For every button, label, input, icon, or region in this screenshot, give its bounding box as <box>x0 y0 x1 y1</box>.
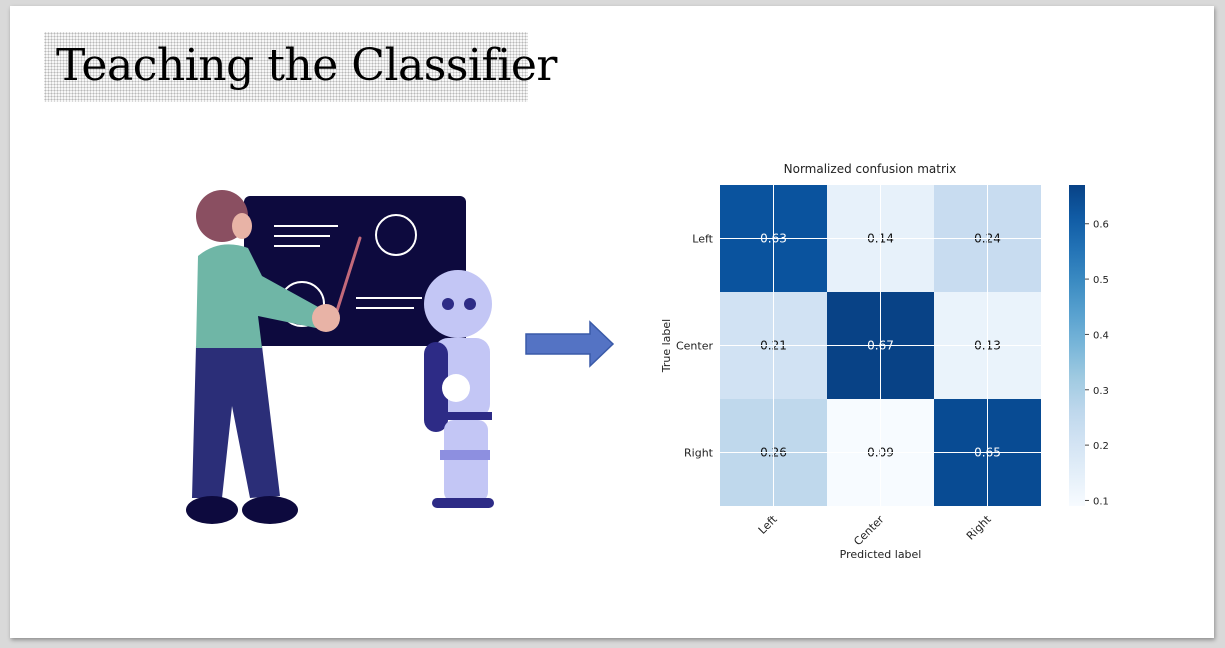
teacher-and-robot-illustration <box>186 190 494 524</box>
y-tick-label: Right <box>684 447 714 460</box>
y-tick-label: Left <box>692 233 713 246</box>
chart-title: Normalized confusion matrix <box>784 162 957 176</box>
x-tick-label: Center <box>851 513 887 549</box>
title-box: Teaching the Classifier <box>44 32 557 102</box>
colorbar-tick-label: 0.5 <box>1093 275 1109 286</box>
y-tick-label: Center <box>676 340 714 353</box>
x-tick-label: Left <box>756 512 780 536</box>
colorbar-tick-label: 0.6 <box>1093 220 1109 231</box>
right-arrow-icon <box>525 320 615 368</box>
colorbar-tick-label: 0.1 <box>1093 496 1109 507</box>
cell-value-labels: 0.630.140.240.210.670.130.260.090.65 <box>720 185 1041 506</box>
slide: Teaching the Classifier <box>10 6 1214 638</box>
colorbar-tick-label: 0.2 <box>1093 441 1109 452</box>
colorbar-tick-label: 0.4 <box>1093 330 1109 341</box>
y-axis-label: True label <box>660 319 673 373</box>
x-tick-labels: Left Center Right <box>756 512 994 548</box>
slide-title: Teaching the Classifier <box>56 40 557 91</box>
x-axis-label: Predicted label <box>840 548 922 561</box>
colorbar-tick-label: 0.3 <box>1093 386 1109 397</box>
colorbar: 0.1 0.2 0.3 0.4 0.5 0.6 <box>1069 185 1109 507</box>
x-tick-label: Right <box>964 512 994 542</box>
colorbar-gradient <box>1069 185 1085 506</box>
confusion-matrix-chart: Normalized confusion matrix 0.630.140.24… <box>660 162 1109 561</box>
